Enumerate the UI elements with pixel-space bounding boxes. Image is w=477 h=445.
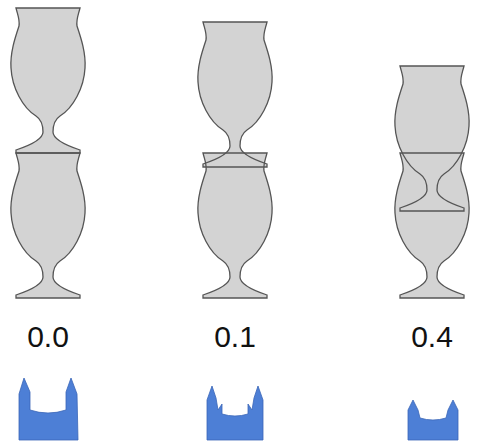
- glass-fills: [11, 8, 469, 298]
- cross-sections: [19, 378, 458, 440]
- cross-section: [408, 400, 458, 440]
- cross-section: [207, 386, 263, 440]
- cross-section: [19, 378, 78, 440]
- value-label: 0.1: [214, 322, 256, 352]
- glass-outlines: [11, 8, 469, 298]
- value-label: 0.4: [411, 322, 453, 352]
- value-label: 0.0: [27, 322, 69, 352]
